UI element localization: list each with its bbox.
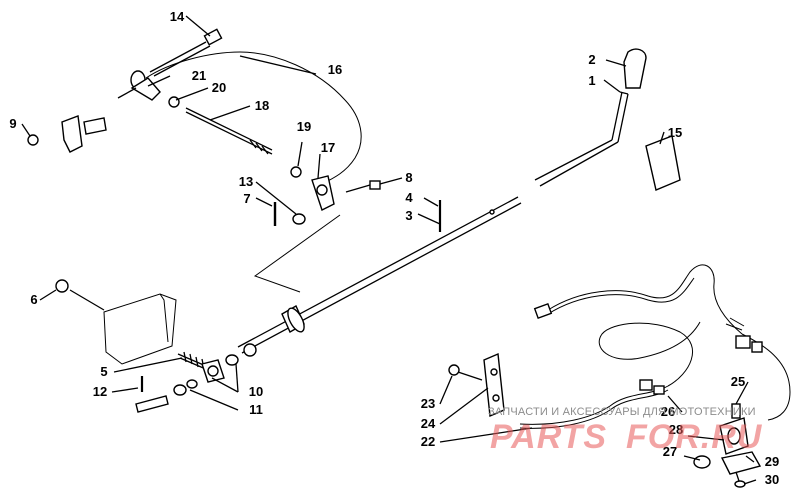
callout-16: 16 <box>328 62 342 77</box>
shaft-3 <box>237 196 522 354</box>
callout-1: 1 <box>588 73 595 88</box>
washer-11a <box>173 384 187 396</box>
callout-22: 22 <box>421 434 435 449</box>
callout-5: 5 <box>100 364 107 379</box>
switch-assembly <box>693 403 762 488</box>
callout-26: 26 <box>661 404 675 419</box>
housing-plate <box>103 293 177 365</box>
watermark-tagline: ЗАПЧАСТИ И АКСЕССУАРЫ ДЛЯ МОТОТЕХНИКИ <box>488 406 756 418</box>
callout-30: 30 <box>765 472 779 487</box>
cable-loop <box>145 51 362 185</box>
callout-18: 18 <box>255 98 269 113</box>
wiring-harness <box>519 264 791 429</box>
callout-28: 28 <box>669 422 683 437</box>
callout-labels: 14 21 20 18 9 19 16 17 8 13 7 4 3 2 1 15… <box>9 9 779 487</box>
parts-drawing <box>27 28 791 488</box>
callout-23: 23 <box>421 396 435 411</box>
callout-3: 3 <box>405 208 412 223</box>
watermark-brand-right: FOR.RU <box>626 418 763 456</box>
nut-19 <box>290 166 302 178</box>
callout-12: 12 <box>93 384 107 399</box>
callout-21: 21 <box>192 68 206 83</box>
callout-25: 25 <box>731 374 745 389</box>
nut-20 <box>168 96 180 108</box>
callout-10: 10 <box>249 384 263 399</box>
callout-27: 27 <box>663 444 677 459</box>
callout-4: 4 <box>405 190 413 205</box>
watermark-brand-left: PARTS <box>490 418 607 456</box>
callout-20: 20 <box>212 80 226 95</box>
nut-6 <box>55 279 69 293</box>
stud-5 <box>177 351 225 383</box>
callout-11: 11 <box>249 402 263 417</box>
callout-15: 15 <box>668 125 682 140</box>
washer-10a <box>225 354 239 366</box>
callout-13: 13 <box>239 174 253 189</box>
callout-19: 19 <box>297 119 311 134</box>
callout-29: 29 <box>765 454 779 469</box>
leader-lines <box>21 15 757 485</box>
shaft-collar <box>281 305 305 333</box>
bracket-24 <box>483 352 505 418</box>
washer-13 <box>292 213 306 225</box>
watermark: ЗАПЧАСТИ И АКСЕССУАРЫ ДЛЯ МОТОТЕХНИКИ PA… <box>488 406 763 456</box>
callout-17: 17 <box>321 140 335 155</box>
callout-9: 9 <box>9 116 16 131</box>
clevis-17 <box>311 175 335 211</box>
decal-15 <box>645 135 681 191</box>
knob-2 <box>623 48 647 89</box>
rod-18 <box>185 107 273 155</box>
callout-8: 8 <box>405 170 412 185</box>
bolt-8 <box>345 180 381 193</box>
screw-23 <box>448 364 483 381</box>
washer-10b <box>243 343 257 357</box>
callout-2: 2 <box>588 52 595 67</box>
callout-6: 6 <box>30 292 37 307</box>
bolt-14 <box>149 28 223 77</box>
pin-clevis <box>135 395 169 413</box>
callout-7: 7 <box>243 191 250 206</box>
callout-24: 24 <box>421 416 436 431</box>
washer-11b <box>186 379 198 389</box>
shift-lever-1 <box>534 91 629 187</box>
callout-14: 14 <box>170 9 185 24</box>
pivot-bracket-21 <box>117 70 161 101</box>
link-plate <box>253 214 341 293</box>
bracket-9 <box>27 115 107 153</box>
